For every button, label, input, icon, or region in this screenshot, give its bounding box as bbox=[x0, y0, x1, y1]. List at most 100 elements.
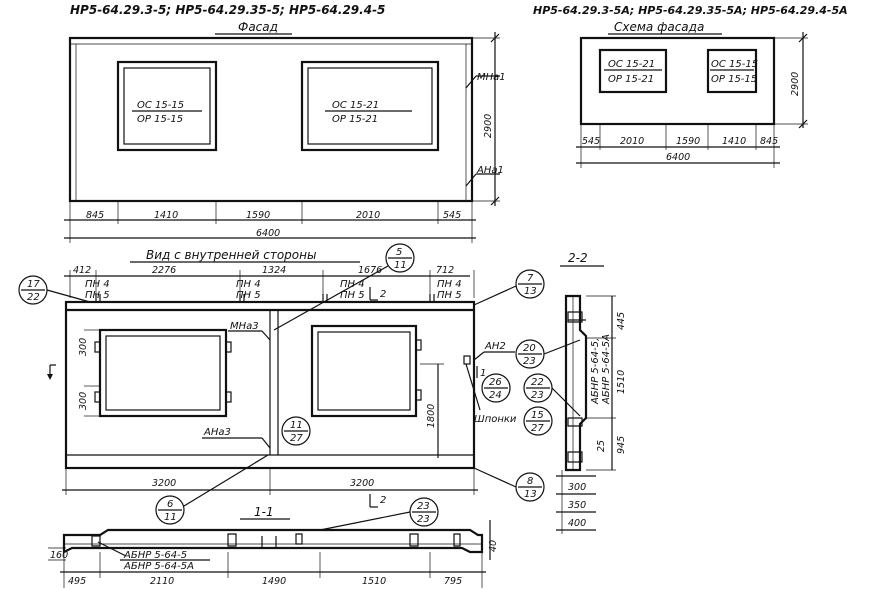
section22-dim-1510: 1510 bbox=[616, 370, 627, 394]
mark-mna3: МНа3 bbox=[230, 321, 259, 332]
scheme-dim-3: 1590 bbox=[676, 136, 700, 147]
scheme-win1-top: ОС 15-21 bbox=[608, 59, 655, 70]
svg-text:13: 13 bbox=[524, 489, 537, 500]
pn-1b: ПН 5 bbox=[85, 290, 110, 301]
section-1-1: 1-1 23 23 АБНР 5-64-5 АБНР 5-64-5А 160 4… bbox=[48, 497, 499, 588]
facade-dim-5: 545 bbox=[443, 210, 461, 221]
section22-title: 2-2 bbox=[568, 251, 588, 265]
callout-11-27: 11 27 bbox=[281, 416, 311, 446]
pn-4b: ПН 5 bbox=[437, 290, 462, 301]
inner-view: Вид с внутренней стороны 412 2276 1324 1… bbox=[18, 243, 553, 525]
scheme-height: 2900 bbox=[790, 72, 801, 96]
scheme-win1-bottom: ОР 15-21 bbox=[608, 74, 654, 85]
section-2-2: 2-2 445 1510 945 25 АБНР 5-64-5, АБНР 5-… bbox=[515, 251, 627, 534]
callout-5-11: 5 11 bbox=[273, 243, 415, 331]
svg-text:15: 15 bbox=[531, 410, 544, 421]
scheme-win2-top: ОС 15-15 bbox=[711, 59, 758, 70]
scheme-dim-1: 545 bbox=[582, 136, 600, 147]
facade-win2-top: ОС 15-21 bbox=[332, 100, 379, 111]
section11-title: 1-1 bbox=[254, 505, 274, 519]
svg-text:27: 27 bbox=[531, 423, 544, 434]
inner-top-dim-4: 1676 bbox=[358, 265, 382, 276]
section11-right-dim: 40 bbox=[488, 540, 499, 552]
sec-mark-2-bottom: 2 bbox=[380, 495, 386, 506]
facade-dim-1: 845 bbox=[86, 210, 104, 221]
facade-dim-4: 2010 bbox=[356, 210, 380, 221]
facade-mark-bottom: АНа1 bbox=[476, 165, 504, 176]
scheme-dim-2: 2010 bbox=[620, 136, 644, 147]
pn-4a: ПН 4 bbox=[437, 279, 462, 290]
svg-text:11: 11 bbox=[164, 512, 177, 523]
header-right: НР5-64.29.3-5А; НР5-64.29.35-5А; НР5-64.… bbox=[533, 4, 848, 17]
scheme-title: Схема фасада bbox=[614, 20, 704, 34]
callout-7-13: 7 13 bbox=[473, 269, 545, 306]
section22-bottom-dim-2: 350 bbox=[568, 500, 586, 511]
scheme-dim-5: 845 bbox=[760, 136, 778, 147]
facade-view: Фасад ОС 15-15 ОР 15-15 ОС 15-21 ОР 15-2… bbox=[64, 20, 506, 243]
section22-callout1-d: 23 bbox=[523, 356, 536, 367]
svg-text:8: 8 bbox=[527, 476, 533, 487]
inner-left-dim-1: 300 bbox=[78, 338, 89, 356]
scheme-dim-4: 1410 bbox=[722, 136, 746, 147]
section11-callout-d: 23 bbox=[417, 514, 430, 525]
pn-2b: ПН 5 bbox=[236, 290, 261, 301]
facade-win1-bottom: ОР 15-15 bbox=[137, 114, 183, 125]
section11-dim-3: 1490 bbox=[262, 576, 286, 587]
callout-15-27: 15 27 bbox=[523, 406, 553, 436]
inner-window-1 bbox=[98, 328, 228, 418]
pn-2a: ПН 4 bbox=[236, 279, 261, 290]
inner-bottom-dim-2: 3200 bbox=[350, 478, 374, 489]
svg-text:27: 27 bbox=[290, 433, 303, 444]
pn-3a: ПН 4 bbox=[340, 279, 365, 290]
scheme-win2-bottom: ОР 15-15 bbox=[711, 74, 757, 85]
section22-callout2-n: 22 bbox=[531, 377, 544, 388]
facade-dim-2: 1410 bbox=[154, 210, 178, 221]
facade-height: 2900 bbox=[483, 114, 494, 138]
section22-callout1-n: 20 bbox=[523, 343, 536, 354]
svg-text:22: 22 bbox=[27, 292, 40, 303]
facade-win1-top: ОС 15-15 bbox=[137, 100, 184, 111]
svg-text:11: 11 bbox=[394, 260, 407, 271]
section22-bottom-dim-3: 400 bbox=[568, 518, 586, 529]
section22-bottom-dim-1: 300 bbox=[568, 482, 586, 493]
section22-callout2-d: 23 bbox=[531, 390, 544, 401]
facade-dim-3: 1590 bbox=[246, 210, 270, 221]
facade-mark-top: МНа1 bbox=[477, 72, 506, 83]
inner-window-2 bbox=[310, 324, 418, 418]
section11-dim-2: 2110 bbox=[150, 576, 174, 587]
section11-dim-4: 1510 bbox=[362, 576, 386, 587]
facade-title: Фасад bbox=[238, 20, 278, 34]
section11-left-dim: 160 bbox=[50, 550, 68, 561]
section11-dim-1: 495 bbox=[68, 576, 86, 587]
pn-1a: ПН 4 bbox=[85, 279, 110, 290]
svg-text:7: 7 bbox=[527, 273, 534, 284]
facade-window-1 bbox=[116, 60, 218, 152]
svg-text:24: 24 bbox=[489, 390, 502, 401]
section22-label-1: АБНР 5-64-5, bbox=[590, 338, 601, 405]
section11-label-1: АБНР 5-64-5 bbox=[123, 550, 187, 561]
section11-callout-n: 23 bbox=[417, 501, 430, 512]
inner-title: Вид с внутренней стороны bbox=[146, 248, 316, 262]
section11-label-2: АБНР 5-64-5А bbox=[123, 561, 194, 572]
mark-an2: АН2 bbox=[484, 341, 506, 352]
facade-window-2 bbox=[300, 60, 440, 152]
svg-text:11: 11 bbox=[290, 420, 303, 431]
svg-text:13: 13 bbox=[524, 286, 537, 297]
facade-total: 6400 bbox=[256, 228, 280, 239]
scheme-window-1 bbox=[598, 48, 668, 94]
section11-dim-5: 795 bbox=[444, 576, 462, 587]
header-left: НР5-64.29.3-5; НР5-64.29.35-5; НР5-64.29… bbox=[70, 3, 385, 17]
inner-bottom-dim-1: 3200 bbox=[152, 478, 176, 489]
arrow-mark-1: 1 bbox=[480, 368, 486, 379]
svg-text:17: 17 bbox=[27, 279, 40, 290]
section22-dim-25: 25 bbox=[596, 440, 607, 452]
callout-17-22: 17 22 bbox=[18, 275, 91, 305]
section22-dim-945: 945 bbox=[616, 436, 627, 454]
inner-top-dim-5: 712 bbox=[436, 265, 454, 276]
pn-3b: ПН 5 bbox=[340, 290, 365, 301]
inner-left-dim-2: 300 bbox=[78, 392, 89, 410]
inner-top-dim-1: 412 bbox=[73, 265, 91, 276]
scheme-window-2 bbox=[706, 48, 758, 94]
callout-6-11: 6 11 bbox=[155, 454, 269, 525]
